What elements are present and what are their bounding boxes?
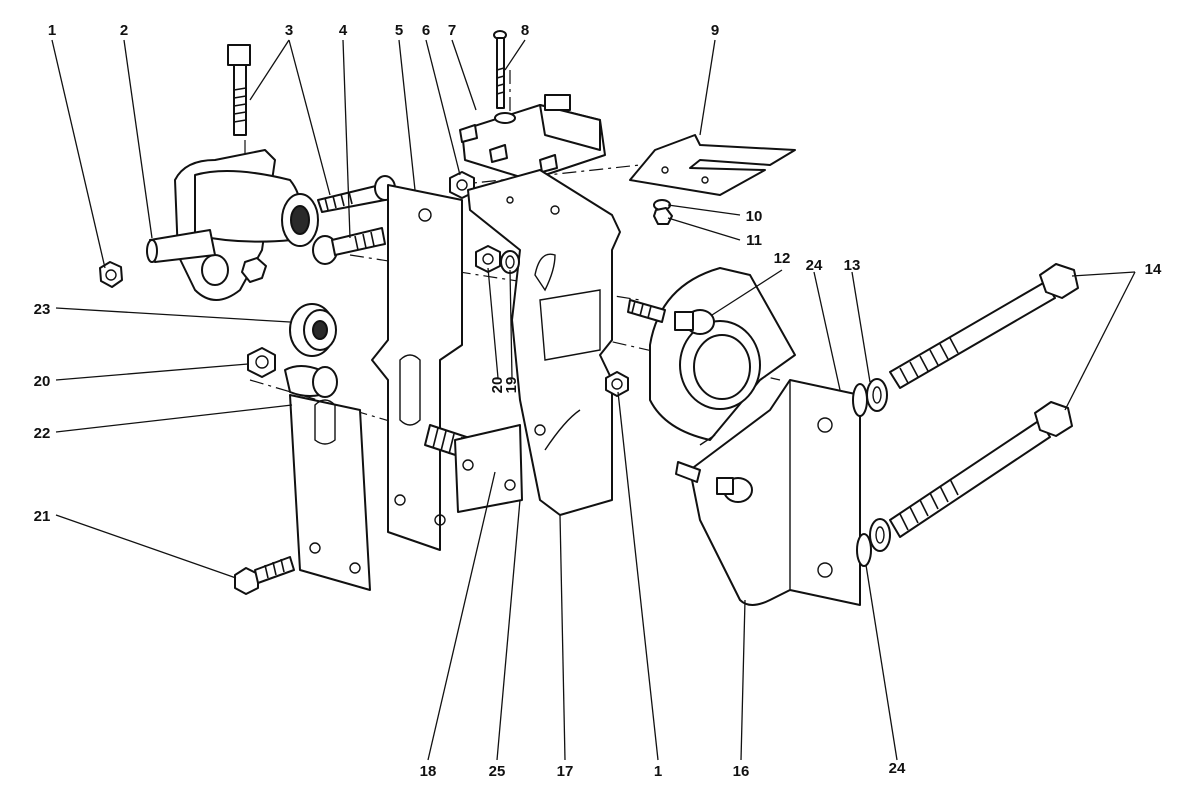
washers-24-bottom	[856, 518, 891, 567]
plate-22	[289, 394, 371, 591]
angle-bracket-16	[675, 379, 861, 606]
bearing-23	[289, 303, 337, 357]
callout-10: 10	[746, 208, 763, 225]
callout-18: 18	[420, 763, 437, 780]
callout-9: 9	[711, 22, 719, 39]
callout-12: 12	[774, 250, 791, 267]
callout-5: 5	[395, 22, 403, 39]
hex-nut-1-left	[99, 261, 123, 288]
callout-21: 21	[34, 508, 51, 525]
callout-6: 6	[422, 22, 430, 39]
callout-20-left: 20	[34, 373, 51, 390]
gasket-9	[629, 134, 796, 196]
callout-23: 23	[34, 301, 51, 318]
hex-nut-1-right	[605, 371, 629, 397]
callout-16: 16	[733, 763, 750, 780]
bolt-4	[241, 227, 386, 283]
callout-labels: 1 2 3 4 5 6 7 8 9 10 11 12 24 13 14 23 2…	[34, 22, 1162, 780]
callout-8: 8	[521, 22, 529, 39]
callout-2: 2	[120, 22, 128, 39]
pivot-bracket-2	[146, 149, 319, 301]
callout-17: 17	[557, 763, 574, 780]
callout-4: 4	[339, 22, 348, 39]
callout-22: 22	[34, 425, 51, 442]
main-bracket-17	[467, 169, 621, 516]
washer-10-nut-11	[653, 199, 673, 225]
callout-20-center: 20	[489, 377, 506, 394]
bolt-21	[234, 556, 295, 595]
long-bolts-14	[889, 263, 1079, 538]
plate-25	[454, 424, 523, 513]
callout-25: 25	[489, 763, 506, 780]
callout-1-bottom: 1	[654, 763, 662, 780]
switch-block-7	[459, 94, 606, 181]
callout-24-top: 24	[806, 257, 823, 274]
callout-3: 3	[285, 22, 293, 39]
cam-plate-12	[627, 267, 796, 441]
plate-5	[371, 184, 463, 551]
callout-1-top: 1	[48, 22, 56, 39]
leader-lines	[51, 39, 1136, 761]
screw-8	[493, 30, 507, 109]
callout-24-bottom: 24	[889, 760, 906, 777]
callout-19: 19	[503, 377, 520, 394]
callout-13: 13	[844, 257, 861, 274]
callout-14: 14	[1145, 261, 1162, 278]
nut-20-spacer	[247, 347, 338, 398]
washers-13-24-top	[852, 378, 888, 417]
callout-11: 11	[746, 232, 762, 249]
callout-7: 7	[448, 22, 456, 39]
washer-19-nut-20	[475, 245, 520, 274]
